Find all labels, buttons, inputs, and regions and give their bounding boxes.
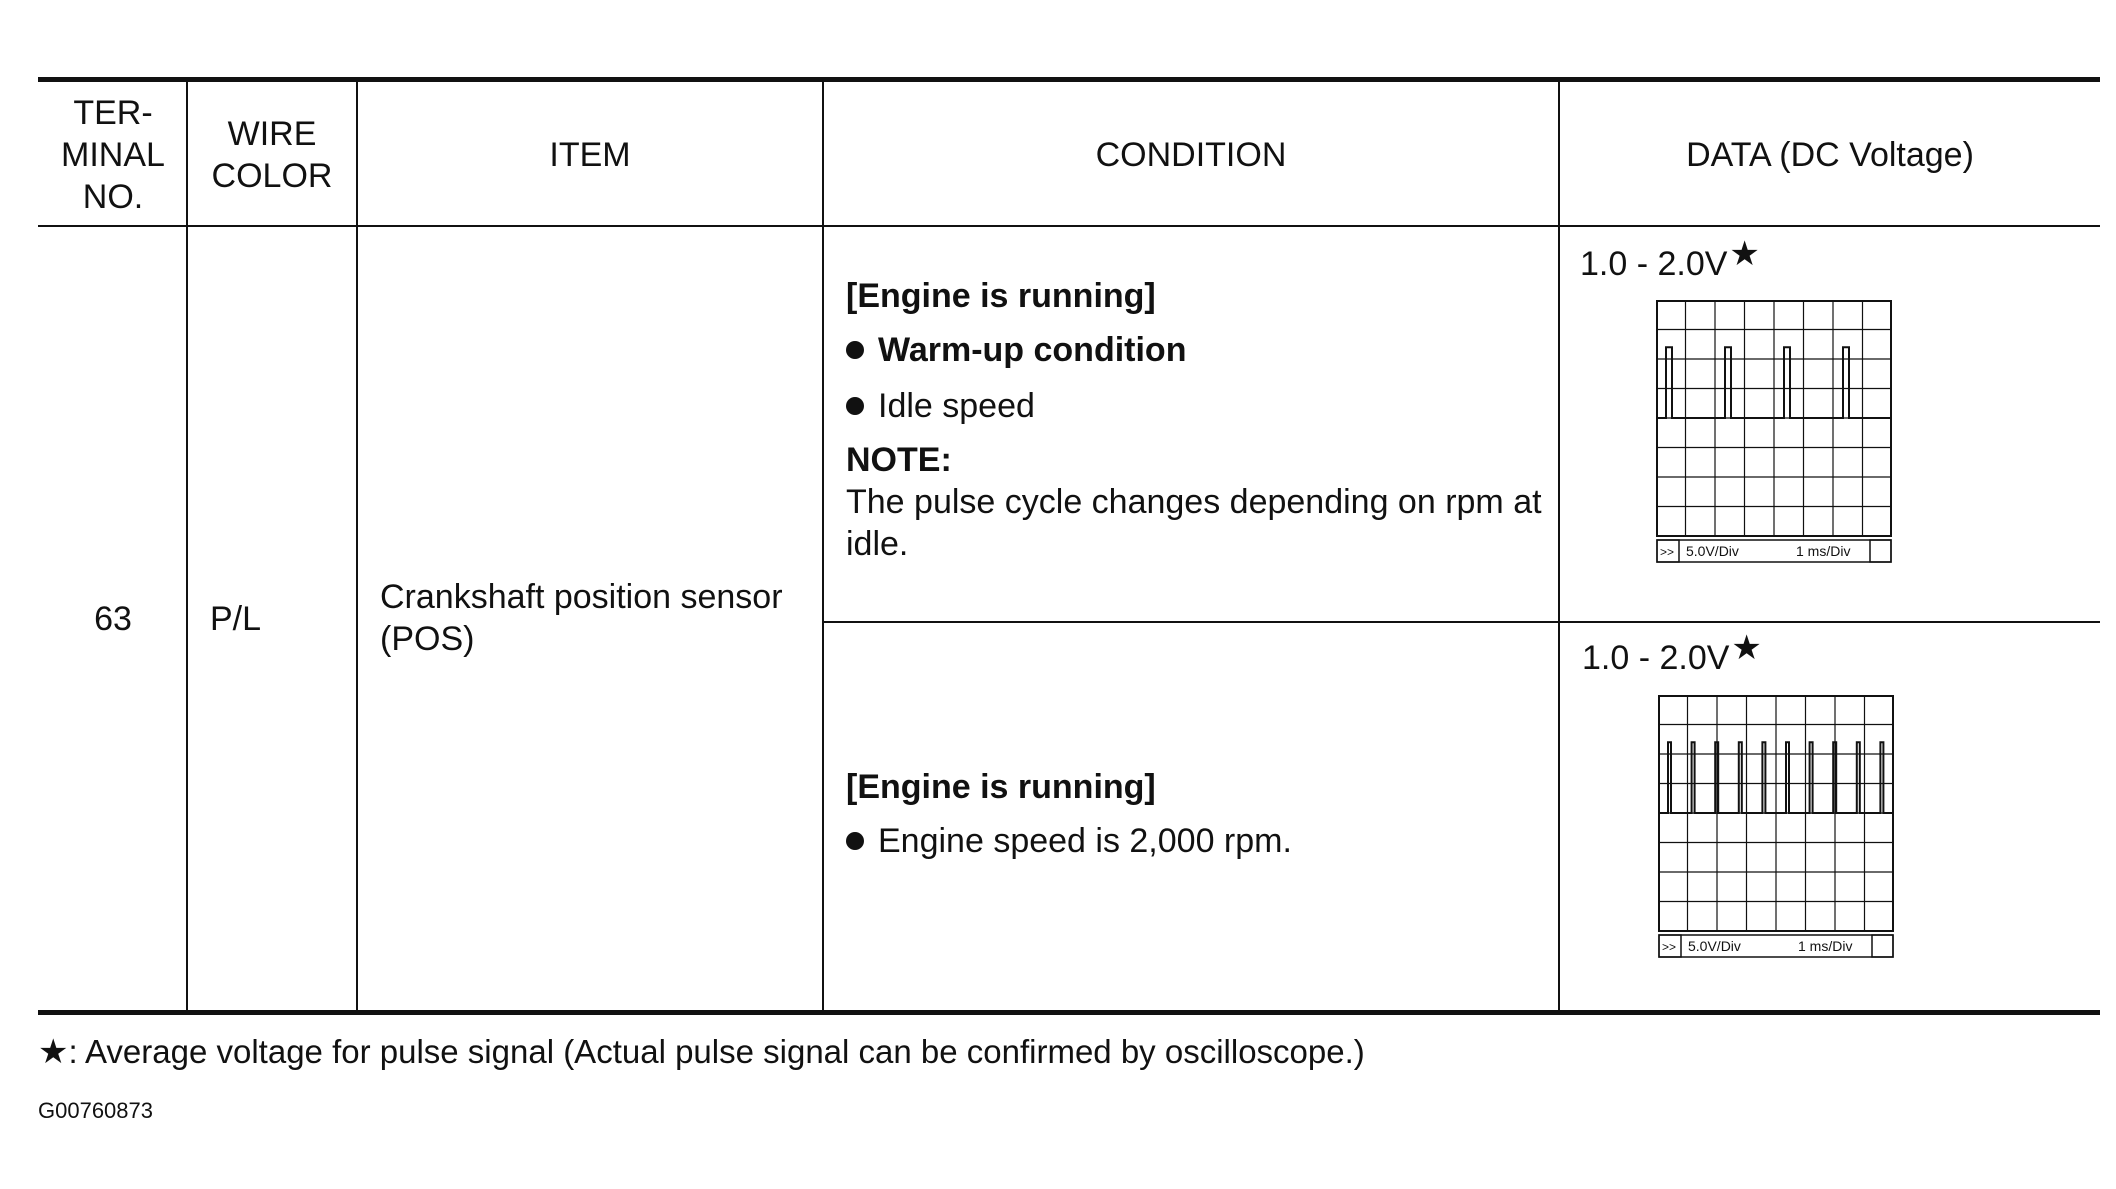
data-2-voltage: 1.0 - 2.0V★	[1582, 631, 1762, 678]
scope-prefix-label: >>	[1660, 545, 1674, 559]
star-icon: ★	[1729, 235, 1760, 273]
condition-1-bullet-1: Warm-up condition	[846, 329, 1546, 371]
condition-1-bullet-1-text: Warm-up condition	[878, 331, 1187, 369]
table-top-rule	[38, 77, 2100, 82]
condition-1-heading: [Engine is running]	[846, 277, 1156, 315]
condition-1-note-line-1: The pulse cycle changes depending on rpm…	[846, 483, 1542, 521]
header-wire-color: WIRE COLOR	[188, 84, 356, 225]
footnote-text: : Average voltage for pulse signal (Actu…	[68, 1033, 1365, 1070]
condition-1-note-line-2: idle.	[846, 525, 909, 563]
data-1-voltage: 1.0 - 2.0V★	[1580, 237, 1760, 284]
condition-1-bullet-2: Idle speed	[846, 385, 1546, 427]
figure-id: G00760873	[38, 1098, 153, 1123]
bullet-icon	[846, 832, 864, 850]
scope-end-box	[1869, 539, 1892, 563]
condition-divider-rule	[822, 621, 2100, 623]
condition-2-bullet-1-text: Engine speed is 2,000 rpm.	[878, 822, 1292, 860]
header-wire-line-1: WIRE	[227, 114, 317, 153]
col-divider-4	[1558, 82, 1560, 1010]
header-terminal-no: TER- MINAL NO.	[40, 84, 186, 225]
footnote: ★: Average voltage for pulse signal (Act…	[38, 1032, 1365, 1072]
item-cell: Crankshaft position sensor (POS)	[380, 576, 783, 660]
star-icon: ★	[1731, 629, 1762, 667]
header-bottom-rule	[38, 225, 2100, 227]
star-icon: ★	[38, 1033, 69, 1071]
data-1-voltage-value: 1.0 - 2.0V	[1580, 245, 1728, 283]
data-2-voltage-value: 1.0 - 2.0V	[1582, 639, 1730, 677]
scope-prefix-box	[1656, 539, 1680, 563]
scope-end-box	[1871, 934, 1894, 958]
scope-prefix-box	[1658, 934, 1682, 958]
scope-prefix-label: >>	[1662, 940, 1676, 954]
table-bottom-rule	[38, 1010, 2100, 1015]
scope-time-div-label: 1 ms/Div	[1796, 543, 1850, 559]
col-divider-1	[186, 82, 188, 1010]
scope-trace	[1658, 346, 1890, 419]
wire-color-cell: P/L	[210, 600, 262, 638]
condition-2-cell: [Engine is running] Engine speed is 2,00…	[846, 766, 1546, 862]
col-divider-2	[356, 82, 358, 1010]
header-terminal-line-1: TER-	[73, 93, 153, 132]
condition-2-heading: [Engine is running]	[846, 768, 1156, 806]
header-item: ITEM	[549, 135, 631, 174]
scope-trace	[1660, 741, 1892, 814]
header-wire-line-2: COLOR	[211, 156, 333, 195]
condition-1-note-label: NOTE:	[846, 441, 952, 479]
item-line-2: (POS)	[380, 620, 475, 658]
bullet-icon	[846, 341, 864, 359]
oscilloscope-1: >> 5.0V/Div 1 ms/Div	[1656, 300, 1892, 563]
header-data: DATA (DC Voltage)	[1686, 135, 1974, 174]
col-divider-3	[822, 82, 824, 1010]
oscilloscope-2: >> 5.0V/Div 1 ms/Div	[1658, 695, 1894, 958]
scope-volt-div-label: 5.0V/Div	[1686, 543, 1739, 559]
condition-1-cell: [Engine is running] Warm-up condition Id…	[846, 275, 1546, 565]
terminal-no-cell: 63	[94, 599, 132, 638]
scope-time-div-label: 1 ms/Div	[1798, 938, 1852, 954]
bullet-icon	[846, 397, 864, 415]
header-terminal-line-2: MINAL	[61, 135, 165, 174]
condition-2-bullet-1: Engine speed is 2,000 rpm.	[846, 820, 1546, 862]
item-line-1: Crankshaft position sensor	[380, 578, 783, 616]
header-terminal-line-3: NO.	[82, 177, 144, 216]
header-condition: CONDITION	[1095, 135, 1287, 174]
scope-volt-div-label: 5.0V/Div	[1688, 938, 1741, 954]
condition-1-bullet-2-text: Idle speed	[878, 387, 1035, 425]
